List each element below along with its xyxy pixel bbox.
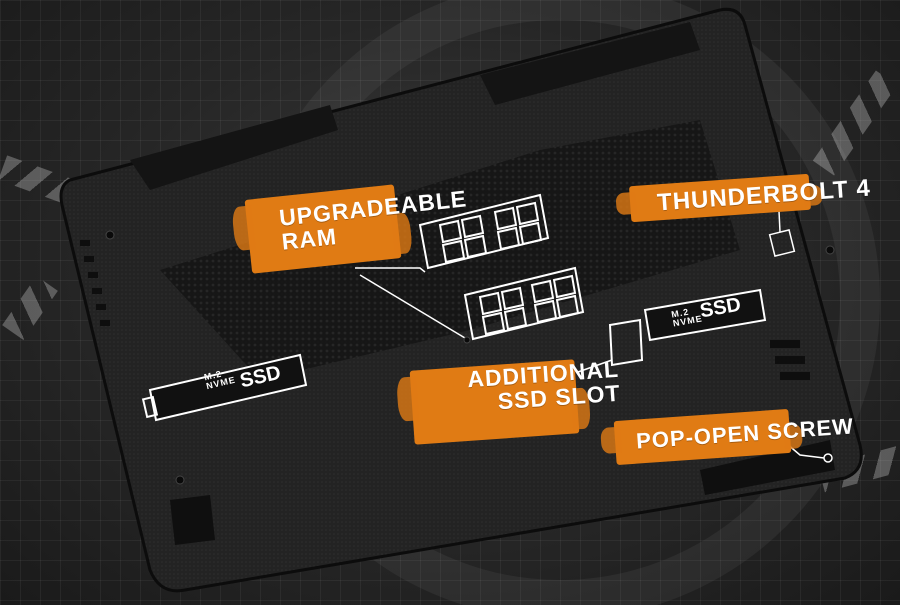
ssd-slot-callout-label: ADDITIONAL SSD SLOT: [466, 356, 621, 416]
side-vents-right: [770, 340, 810, 380]
side-vents-left: [80, 240, 110, 326]
thunderbolt-port: [768, 228, 796, 258]
ssd-left: [141, 353, 308, 422]
bottom-vent-right: [700, 440, 835, 495]
hex-intake: [160, 120, 740, 380]
ram-module-top: [418, 193, 550, 270]
bottom-vent-left: [170, 495, 215, 545]
chassis-screws: [105, 230, 835, 485]
ram-callout-line-2: [359, 274, 466, 339]
ssd-slot-callout-line: [577, 359, 613, 373]
ssd-right: [608, 288, 767, 367]
rear-vent-left: [130, 105, 338, 190]
rear-vent-right: [480, 22, 700, 105]
ram-callout-line: [355, 267, 426, 273]
ram-module-bottom: [463, 266, 585, 341]
